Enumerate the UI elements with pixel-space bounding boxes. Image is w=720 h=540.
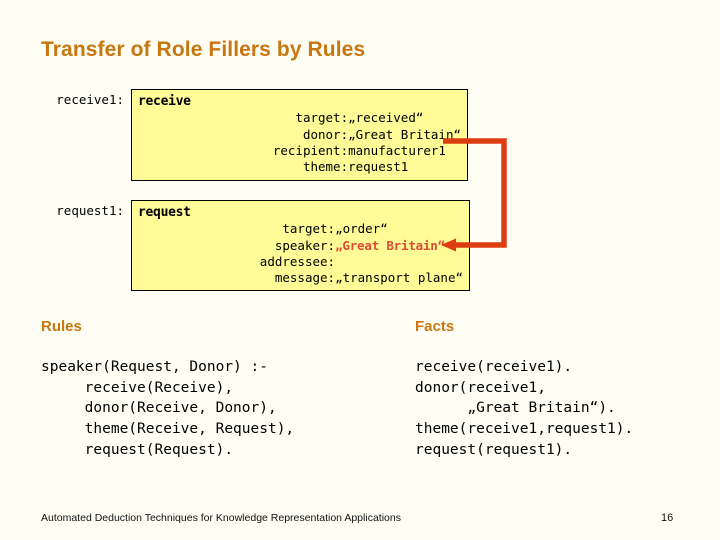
frame-box: request target: „order“ speaker: „Great … [131,200,470,291]
slot-value: „received“ [348,110,424,126]
slot-name: speaker: [274,237,336,253]
slot-value [335,254,463,270]
slot-value: request1 [348,159,409,175]
frame-receive1: receive1: receive target: „received“ don… [45,89,468,181]
slot-row: donor: „Great Britain“ [138,127,461,143]
frame-type-name: request [138,205,191,220]
frame-instance-label: receive1: [56,92,124,107]
slot-row: speaker: „Great Britain“ [138,238,463,254]
slot-name: message: [274,270,336,286]
slot-name: addressee: [259,253,336,269]
section-heading-facts: Facts [415,318,455,335]
slot-name: donor: [302,126,349,142]
slot-row: addressee: [138,254,463,270]
facts-code-block: receive(receive1). donor(receive1, „Grea… [415,359,634,458]
slot-row: target: „received“ [138,110,461,126]
slot-name: target: [295,110,349,126]
page-title: Transfer of Role Fillers by Rules [41,38,366,61]
slot-value: „transport plane“ [335,270,463,286]
slot-name: target: [282,221,336,237]
frame-box: receive target: „received“ donor: „Great… [131,89,468,181]
slot-name: recipient: [272,142,349,158]
slot-name: theme: [302,159,349,175]
slot-value-speaker-highlighted: „Great Britain“ [335,237,445,253]
slot-table: target: „order“ speaker: „Great Britain“… [138,221,463,286]
slot-row: message: „transport plane“ [138,270,463,286]
rules-code-block: speaker(Request, Donor) :- receive(Recei… [41,359,295,458]
section-heading-rules: Rules [41,318,82,335]
footer-title: Automated Deduction Techniques for Knowl… [41,512,401,524]
slot-value: „order“ [335,221,388,237]
page-number: 16 [661,512,674,524]
slot-value: manufacturer1 [348,142,446,158]
slot-row: recipient: manufacturer1 [138,143,461,159]
slot-value-donor: „Great Britain“ [348,126,461,142]
frame-request1: request1: request target: „order“ speake… [45,200,470,291]
slot-table: target: „received“ donor: „Great Britain… [138,110,461,175]
slot-row: target: „order“ [138,221,463,237]
slot-row: theme: request1 [138,159,461,175]
frame-instance-label: request1: [56,203,124,218]
frame-type-name: receive [138,94,191,109]
